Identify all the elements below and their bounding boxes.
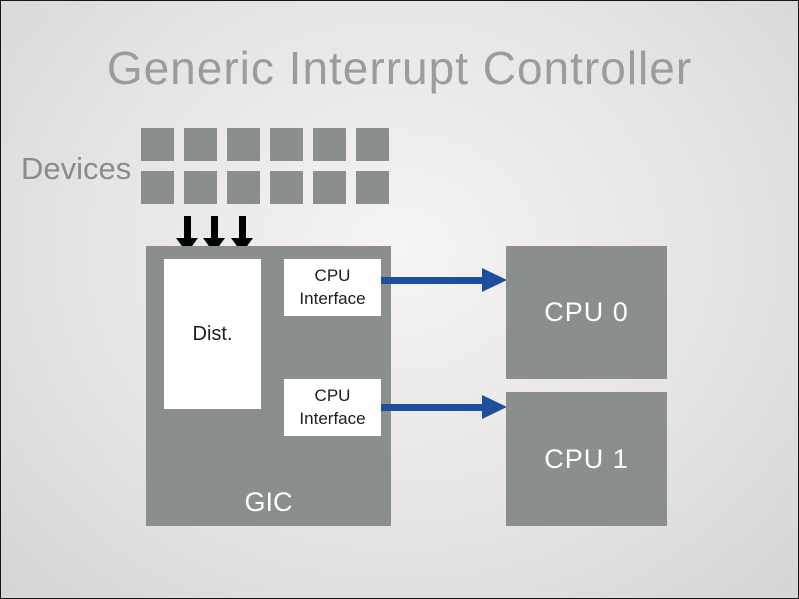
arrow-shaft bbox=[381, 277, 484, 284]
device-square bbox=[313, 128, 346, 161]
cpu-interface-1-box: CPU Interface bbox=[284, 379, 381, 436]
device-square bbox=[184, 128, 217, 161]
arrow-shaft bbox=[210, 216, 218, 238]
devices-label: Devices bbox=[21, 151, 132, 186]
gic-to-cpu1-arrow bbox=[381, 395, 507, 419]
device-grid bbox=[141, 128, 389, 204]
device-square bbox=[356, 171, 389, 204]
arrow-head-right-icon bbox=[482, 268, 507, 292]
arrow-shaft bbox=[238, 216, 246, 238]
cpu-interface-label-line2: Interface bbox=[299, 408, 366, 428]
device-square bbox=[227, 171, 260, 204]
device-square bbox=[270, 128, 303, 161]
arrow-shaft bbox=[381, 404, 484, 411]
arrow-shaft bbox=[183, 216, 191, 238]
gic-label: GIC bbox=[244, 487, 293, 517]
cpu0-label: CPU 0 bbox=[544, 297, 629, 327]
device-square bbox=[184, 171, 217, 204]
distributor-box: Dist. bbox=[164, 259, 261, 409]
cpu-interface-0-box: CPU Interface bbox=[284, 259, 381, 316]
cpu-interface-label-line1: CPU bbox=[314, 266, 351, 286]
device-square bbox=[270, 171, 303, 204]
cpu-interface-label-line1: CPU bbox=[314, 386, 351, 406]
cpu1-box: CPU 1 bbox=[506, 392, 667, 526]
device-square bbox=[227, 128, 260, 161]
cpu-interface-label-line2: Interface bbox=[299, 288, 366, 308]
arrow-head-right-icon bbox=[482, 395, 507, 419]
cpu0-box: CPU 0 bbox=[506, 246, 667, 379]
distributor-label: Dist. bbox=[192, 322, 233, 345]
device-square bbox=[141, 171, 174, 204]
cpu1-label: CPU 1 bbox=[544, 443, 629, 474]
device-square bbox=[141, 128, 174, 161]
device-square bbox=[356, 128, 389, 161]
slide-title: Generic Interrupt Controller bbox=[106, 42, 693, 94]
gic-to-cpu0-arrow bbox=[381, 268, 507, 292]
gic-box: Dist. CPU Interface CPU Interface GIC bbox=[146, 246, 391, 526]
device-square bbox=[313, 171, 346, 204]
